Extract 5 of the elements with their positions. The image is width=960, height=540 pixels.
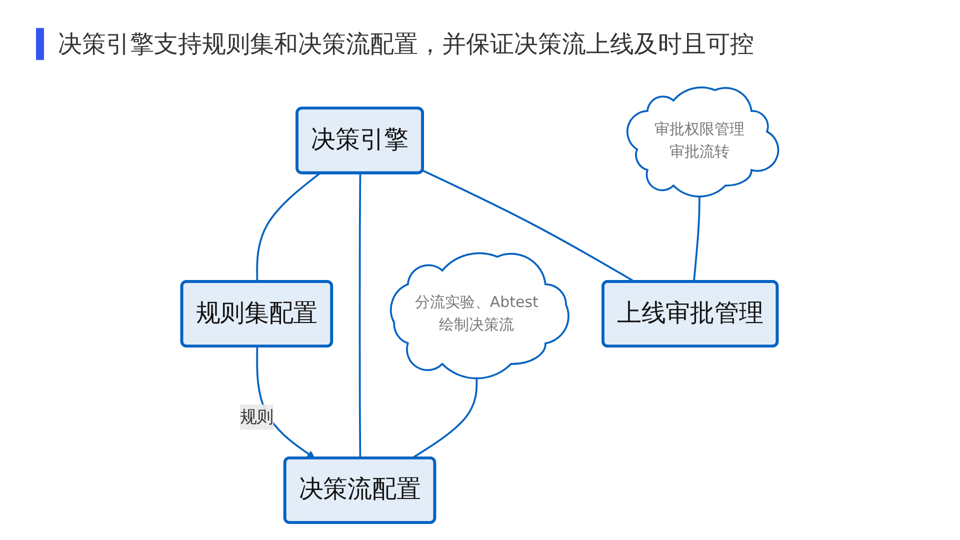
connector: [256, 172, 320, 282]
connector: [692, 194, 700, 282]
slide-title: 决策引擎支持规则集和决策流配置，并保证决策流上线及时且可控: [36, 28, 754, 60]
edge-label: 规则: [240, 407, 274, 427]
connector: [358, 173, 362, 458]
